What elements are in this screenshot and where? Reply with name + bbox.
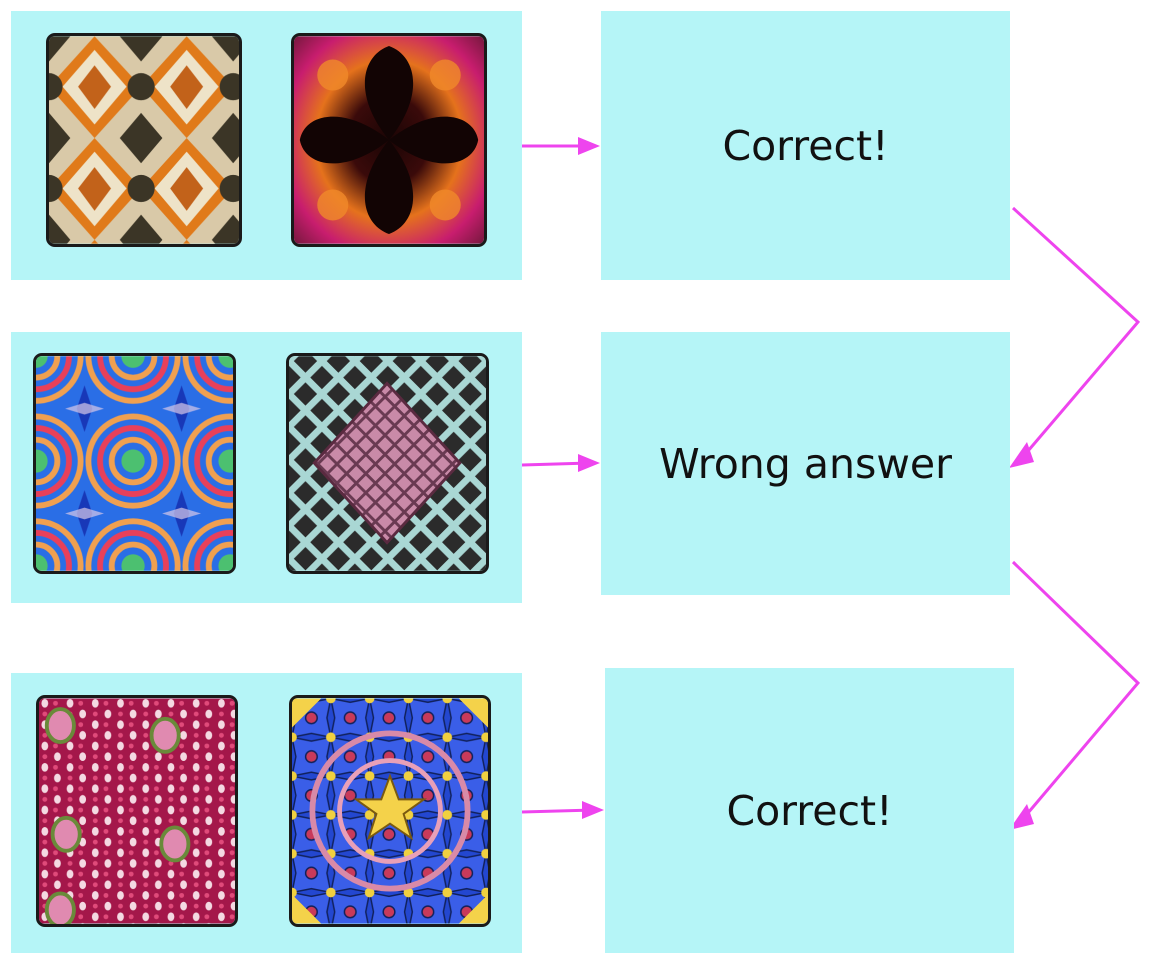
round-1-image-panel [11,11,522,280]
flow-arrow-2-to-3 [1011,560,1141,821]
flow-arrow-1-to-2 [1011,206,1141,459]
pink-diamond-lattice-pattern-icon [289,356,486,571]
round-3-tile-1[interactable] [36,695,238,927]
round-3-tile-2[interactable] [289,695,491,927]
rainbow-concentric-rings-pattern-icon [36,356,233,571]
magenta-fractal-pattern-icon [294,36,484,244]
round-3-result-box: Correct! [605,668,1014,953]
crimson-mosaic-faces-pattern-icon [39,698,235,924]
round-3-image-panel [11,673,522,953]
round-2-tile-1[interactable] [33,353,236,574]
orange-kaleidoscope-pattern-icon [49,36,239,244]
blue-yellow-star-mosaic-pattern-icon [292,698,488,924]
round-1-tile-1[interactable] [46,33,242,247]
round-2-tile-2[interactable] [286,353,489,574]
round-2-arrow [521,461,591,467]
round-2-arrowhead [578,454,600,472]
round-3-arrowhead [582,801,604,819]
round-1-tile-2[interactable] [291,33,487,247]
round-2-result-label: Wrong answer [659,439,952,488]
round-2-result-box: Wrong answer [601,332,1010,595]
flow-arrowhead-1 [1009,442,1034,468]
round-1-arrowhead [578,137,600,155]
round-1-result-label: Correct! [722,121,889,170]
round-3-result-label: Correct! [726,786,893,835]
round-1-result-box: Correct! [601,11,1010,280]
round-2-image-panel [11,332,522,603]
round-3-arrow [521,808,595,814]
